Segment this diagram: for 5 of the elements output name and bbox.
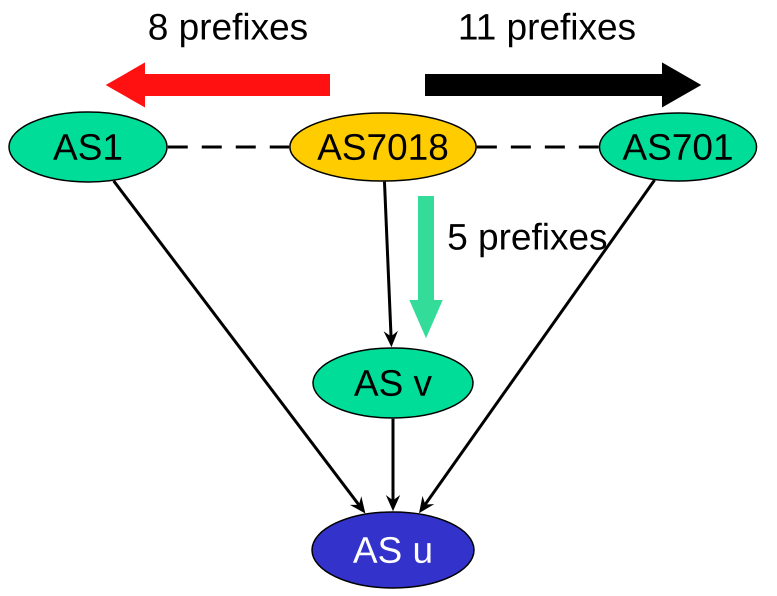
edge-label: 11 prefixes	[460, 12, 635, 48]
dashed-line	[476, 146, 599, 148]
edge-label: 8 prefixes	[149, 12, 307, 48]
edge-label: 5 prefixes	[448, 222, 606, 258]
dashed-line	[168, 146, 290, 148]
